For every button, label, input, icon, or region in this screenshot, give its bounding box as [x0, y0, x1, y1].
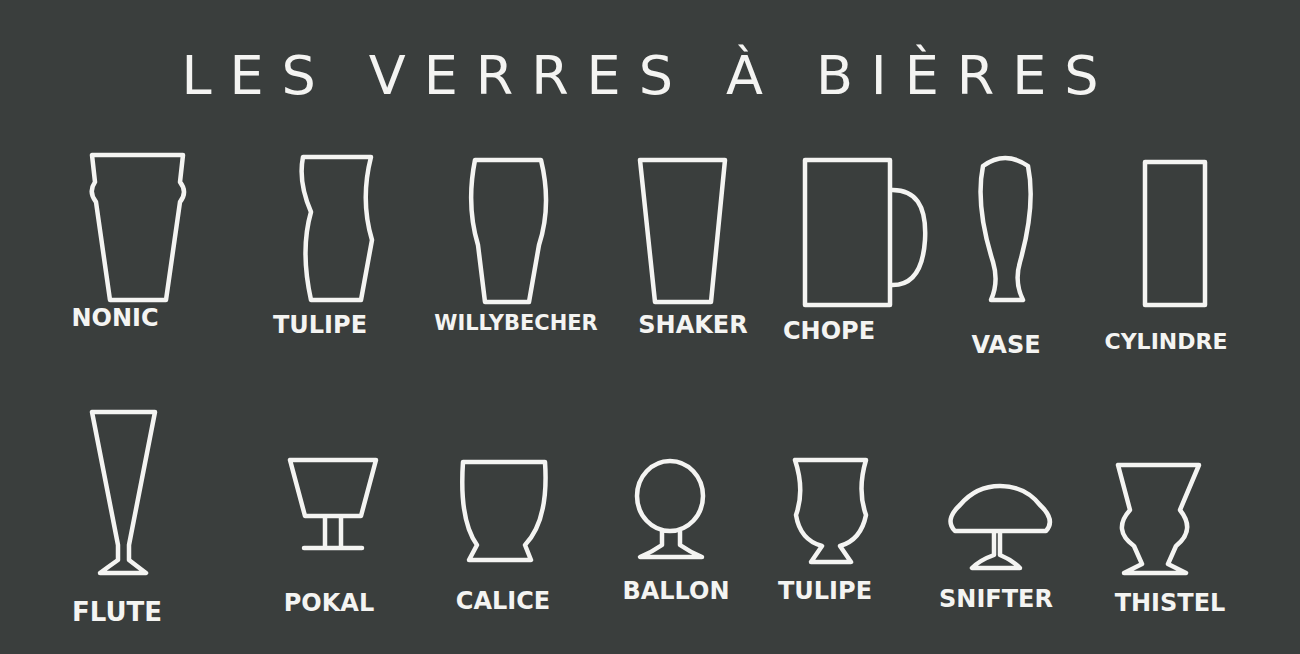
flute-glass	[92, 412, 155, 573]
ballon-glass	[637, 461, 703, 531]
willybecher-glass	[471, 160, 546, 302]
pokal-glass	[290, 460, 376, 548]
board-title: LES VERRES À BIÈRES	[181, 46, 1116, 105]
tulipe-stemmed-glass	[795, 460, 866, 562]
glass-name: THISTEL	[1115, 590, 1226, 616]
vase-glass	[981, 158, 1031, 300]
glass-name: FLUTE	[72, 598, 162, 627]
glass-name: TULIPE	[273, 312, 367, 338]
glass-name: TULIPE	[778, 578, 872, 604]
glass-name: SNIFTER	[939, 586, 1053, 612]
tulipe-glass	[302, 157, 372, 300]
glass-name: BALLON	[622, 578, 729, 604]
snifter-glass	[951, 486, 1050, 568]
glass-name: WILLYBECHER	[434, 312, 598, 335]
ballon-stem	[640, 530, 702, 557]
glass-name: POKAL	[284, 590, 374, 616]
calice-glass	[462, 462, 545, 560]
glass-name: NONIC	[71, 305, 158, 331]
nonic-glass	[92, 155, 184, 300]
glass-name: VASE	[971, 332, 1040, 358]
shaker-glass	[640, 160, 725, 302]
glass-name: CYLINDRE	[1105, 330, 1228, 354]
chope-glass	[805, 160, 925, 305]
glass-name: CHOPE	[783, 318, 875, 344]
glass-name: CALICE	[456, 588, 550, 614]
cylindre-glass	[1145, 162, 1205, 305]
glass-name: SHAKER	[638, 312, 747, 338]
thistel-glass	[1118, 465, 1199, 573]
